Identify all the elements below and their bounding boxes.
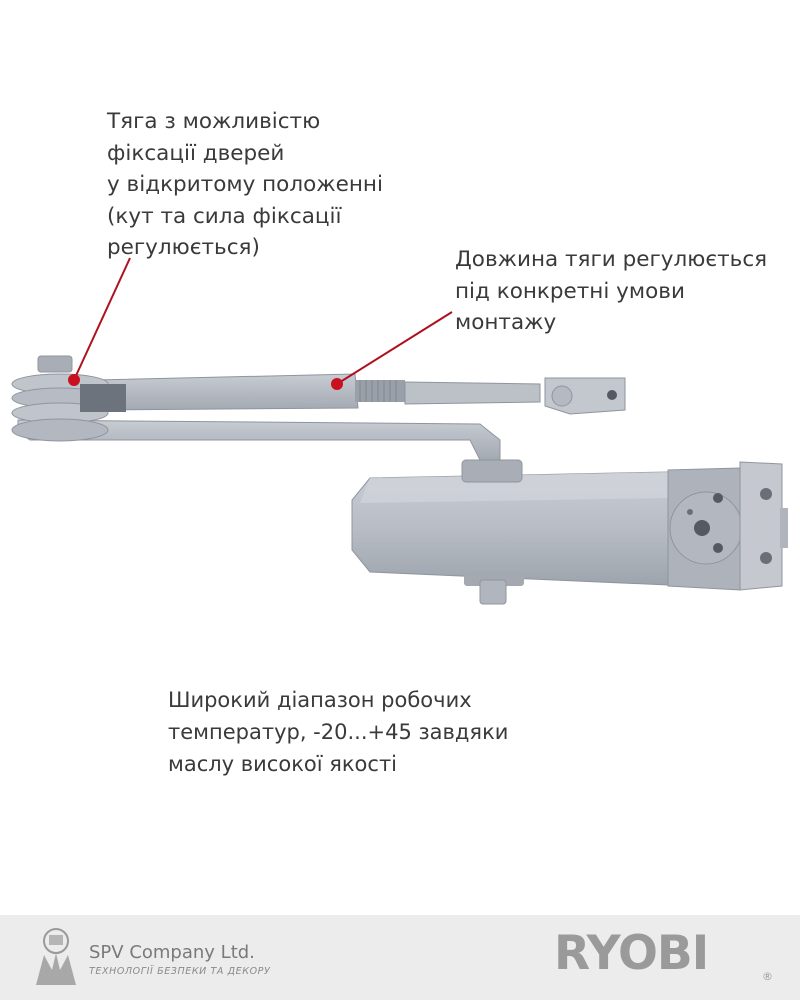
pivot-stack	[11, 355, 126, 442]
closer-body	[351, 459, 788, 605]
callout-rod-length: Довжина тяги регулюється під конкретні у…	[455, 247, 768, 335]
footer-bar	[0, 915, 800, 1000]
company-name: SPV Company Ltd.	[89, 942, 255, 963]
leader-line-length	[336, 311, 453, 385]
registered-mark: ®	[762, 970, 773, 983]
upper-arm	[94, 373, 626, 415]
callout-temperature: Широкий діапазон робочих температур, -20…	[168, 688, 509, 776]
callout-rod-fixation: Тяга з можливістю фіксації дверей у відк…	[107, 109, 383, 260]
spv-logo-icon	[36, 928, 76, 985]
leader-dot-length	[331, 378, 343, 390]
leader-line-fixation	[73, 257, 131, 381]
callout-leaders	[68, 257, 453, 390]
company-tagline: ТЕХНОЛОГІЇ БЕЗПЕКИ ТА ДЕКОРУ	[89, 966, 271, 977]
leader-dot-fixation	[68, 374, 80, 386]
brand-logo: RYOBI	[554, 926, 709, 981]
